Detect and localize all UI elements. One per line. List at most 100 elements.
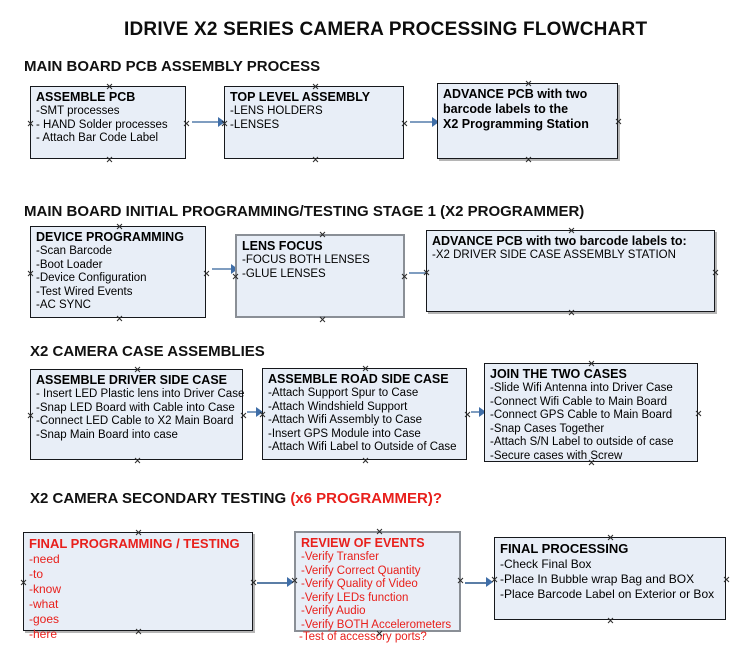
resize-handle-top[interactable] bbox=[134, 366, 141, 373]
resize-handle-top[interactable] bbox=[116, 223, 123, 230]
resize-handle-top[interactable] bbox=[312, 83, 319, 90]
node-review-of-events[interactable]: REVIEW OF EVENTS -Verify Transfer -Verif… bbox=[294, 528, 464, 643]
connector-1-1 bbox=[192, 121, 220, 123]
resize-handle-right[interactable] bbox=[401, 120, 408, 127]
node-item: -Connect GPS Cable to Main Board bbox=[490, 409, 673, 422]
connector-1-2 bbox=[410, 121, 435, 123]
resize-handle-right[interactable] bbox=[615, 118, 622, 125]
node-item: -to bbox=[29, 567, 44, 581]
resize-handle-right[interactable] bbox=[464, 411, 471, 418]
resize-handle-bottom[interactable] bbox=[568, 309, 575, 316]
connector-arrowhead bbox=[218, 117, 225, 127]
resize-handle-bottom[interactable] bbox=[525, 156, 532, 163]
node-item: -Device Configuration bbox=[36, 272, 147, 285]
node-item: -LENS HOLDERS bbox=[230, 105, 323, 117]
resize-handle-bottom[interactable] bbox=[312, 156, 319, 163]
resize-handle-left[interactable] bbox=[20, 579, 27, 586]
resize-handle-top[interactable] bbox=[319, 231, 326, 238]
node-item: -Verify Transfer bbox=[301, 551, 379, 563]
node-item: -need bbox=[29, 552, 60, 566]
node-item: -Verify Correct Quantity bbox=[301, 564, 421, 577]
resize-handle-bottom[interactable] bbox=[319, 316, 326, 323]
node-item: -Place In Bubble wrap Bag and BOX bbox=[500, 572, 695, 586]
node-device-programming[interactable]: DEVICE PROGRAMMING -Scan Barcode -Boot L… bbox=[30, 226, 206, 318]
node-item: -Connect Wifi Cable to Main Board bbox=[490, 395, 668, 408]
node-final-processing[interactable]: FINAL PROCESSING -Check Final Box -Place… bbox=[494, 537, 726, 620]
resize-handle-top[interactable] bbox=[135, 529, 142, 536]
resize-handle-bottom[interactable] bbox=[116, 315, 123, 322]
resize-handle-left[interactable] bbox=[27, 412, 34, 419]
node-item: -Boot Loader bbox=[36, 258, 103, 271]
resize-handle-right[interactable] bbox=[401, 273, 408, 280]
resize-handle-top[interactable] bbox=[607, 534, 614, 541]
connector-arrowhead bbox=[479, 407, 486, 417]
resize-handle-top[interactable] bbox=[525, 80, 532, 87]
node-item: -Slide Wifi Antenna into Driver Case bbox=[490, 382, 673, 394]
connector-3-2 bbox=[471, 411, 483, 413]
resize-handle-right[interactable] bbox=[457, 577, 464, 584]
node-item: -Snap Cases Together bbox=[490, 422, 605, 435]
node-item: - HAND Solder processes bbox=[36, 118, 168, 131]
resize-handle-top[interactable] bbox=[362, 365, 369, 372]
node-item: -Attach Support Spur to Case bbox=[268, 387, 419, 399]
node-item: -Check Final Box bbox=[500, 557, 592, 571]
node-item: -Verify LEDs function bbox=[301, 591, 409, 604]
node-item: -Test Wired Events bbox=[36, 285, 133, 298]
node-item: -X2 DRIVER SIDE CASE ASSEMBLY STATION bbox=[432, 249, 676, 261]
resize-handle-right[interactable] bbox=[712, 269, 719, 276]
node-item: -Attach Wifi Label to Outside of Case bbox=[268, 441, 457, 454]
resize-handle-left[interactable] bbox=[27, 270, 34, 277]
resize-handle-right[interactable] bbox=[240, 412, 247, 419]
node-advance-pcb-programming-station[interactable]: ADVANCE PCB with two barcode labels to t… bbox=[437, 83, 618, 159]
node-item: -Place Barcode Label on Exterior or Box bbox=[500, 587, 715, 601]
node-assemble-driver-side-case[interactable]: ASSEMBLE DRIVER SIDE CASE - Insert LED P… bbox=[27, 366, 245, 460]
resize-handle-right[interactable] bbox=[203, 270, 210, 277]
node-header: FINAL PROCESSING bbox=[500, 541, 629, 556]
node-item: -Verify BOTH Accelerometers bbox=[301, 618, 452, 631]
connector-arrowhead bbox=[256, 407, 263, 417]
resize-handle-right[interactable] bbox=[183, 120, 190, 127]
node-header: JOIN THE TWO CASES bbox=[490, 367, 627, 381]
node-header: ASSEMBLE DRIVER SIDE CASE bbox=[36, 373, 228, 387]
connector-4-2 bbox=[465, 582, 489, 584]
resize-handle-right[interactable] bbox=[723, 576, 730, 583]
node-item: X2 Programming Station bbox=[443, 117, 589, 131]
node-item: -SMT processes bbox=[36, 105, 120, 117]
resize-handle-top[interactable] bbox=[376, 528, 383, 535]
node-header: ASSEMBLE PCB bbox=[36, 90, 136, 104]
connector-arrowhead bbox=[486, 577, 493, 587]
node-assemble-pcb[interactable]: ASSEMBLE PCB -SMT processes - HAND Solde… bbox=[30, 86, 186, 159]
node-header: ASSEMBLE ROAD SIDE CASE bbox=[268, 372, 449, 386]
resize-handle-top[interactable] bbox=[568, 227, 575, 234]
node-assemble-road-side-case[interactable]: ASSEMBLE ROAD SIDE CASE -Attach Support … bbox=[262, 368, 467, 460]
node-top-level-assembly[interactable]: TOP LEVEL ASSEMBLY -LENS HOLDERS -LENSES bbox=[224, 86, 404, 159]
resize-handle-bottom[interactable] bbox=[106, 156, 113, 163]
node-item: - Insert LED Plastic lens into Driver Ca… bbox=[36, 388, 245, 400]
node-advance-pcb-case-assembly[interactable]: ADVANCE PCB with two barcode labels to: … bbox=[426, 230, 715, 312]
node-item: -know bbox=[29, 582, 62, 596]
node-item: -Verify Quality of Video bbox=[301, 578, 418, 591]
page-title: IDRIVE X2 SERIES CAMERA PROCESSING FLOWC… bbox=[124, 19, 648, 40]
section-heading-4: X2 CAMERA SECONDARY TESTING (x6 PROGRAMM… bbox=[30, 490, 442, 507]
node-join-the-two-cases[interactable]: JOIN THE TWO CASES -Slide Wifi Antenna i… bbox=[484, 363, 698, 462]
node-item: -FOCUS BOTH LENSES bbox=[242, 254, 370, 266]
node-header: FINAL PROGRAMMING / TESTING bbox=[29, 536, 240, 551]
connector-4-1 bbox=[257, 582, 289, 584]
section-heading-4-note: (x6 PROGRAMMER)? bbox=[290, 490, 442, 507]
node-header: REVIEW OF EVENTS bbox=[301, 536, 425, 550]
resize-handle-left[interactable] bbox=[232, 273, 239, 280]
node-header: LENS FOCUS bbox=[242, 239, 323, 253]
resize-handle-bottom[interactable] bbox=[134, 457, 141, 464]
node-lens-focus[interactable]: LENS FOCUS -FOCUS BOTH LENSES -GLUE LENS… bbox=[235, 234, 405, 318]
node-item: -Attach S/N Label to outside of case bbox=[490, 436, 674, 449]
resize-handle-bottom[interactable] bbox=[607, 617, 614, 624]
node-final-programming-testing[interactable]: FINAL PROGRAMMING / TESTING -need -to -k… bbox=[20, 529, 253, 641]
resize-handle-top[interactable] bbox=[588, 360, 595, 367]
section-heading-2: MAIN BOARD INITIAL PROGRAMMING/TESTING S… bbox=[24, 203, 585, 220]
resize-handle-bottom[interactable] bbox=[362, 457, 369, 464]
resize-handle-right[interactable] bbox=[250, 579, 257, 586]
node-header: DEVICE PROGRAMMING bbox=[36, 230, 184, 244]
resize-handle-top[interactable] bbox=[106, 83, 113, 90]
resize-handle-left[interactable] bbox=[27, 120, 34, 127]
resize-handle-right[interactable] bbox=[695, 410, 702, 417]
